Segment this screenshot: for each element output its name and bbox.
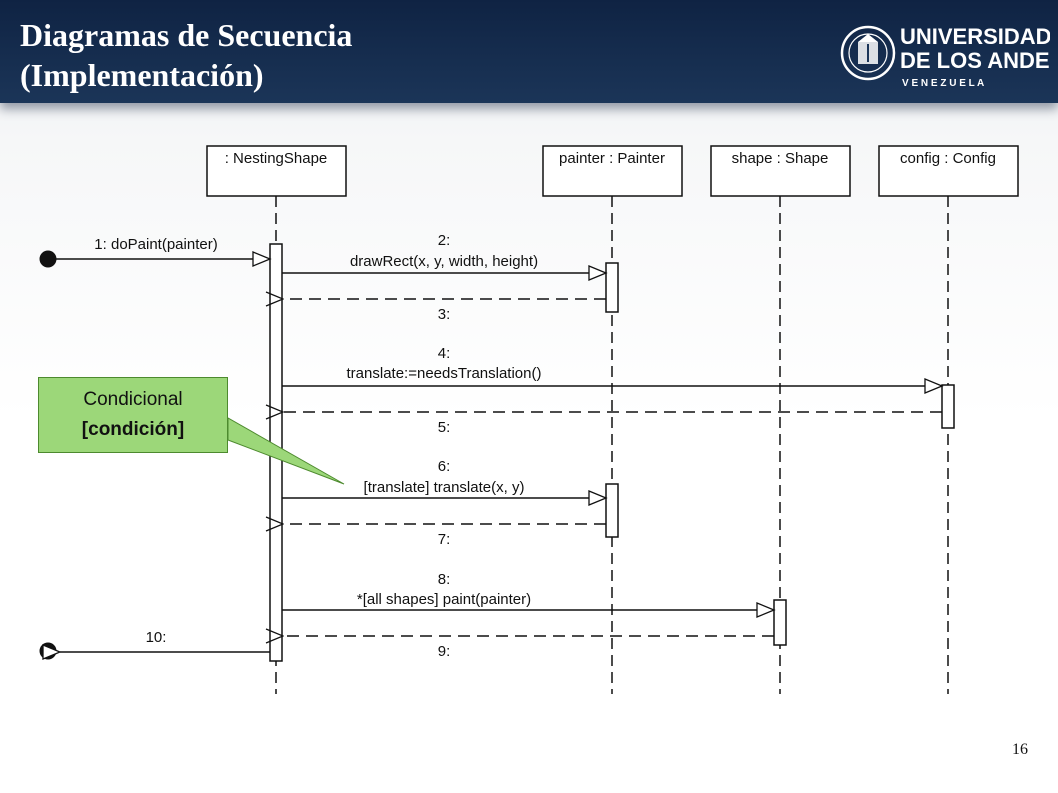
slide-number: 16 [1012, 741, 1028, 758]
lost-message-dot [39, 642, 57, 660]
message-8-number: 8: [438, 571, 451, 588]
logo-line-3: V E N E Z U E L A [902, 78, 984, 89]
message-6-label: [translate] translate(x, y) [364, 479, 525, 496]
lifeline-nestingshape: : NestingShape [206, 145, 347, 694]
callout-title: Condicional [83, 389, 183, 410]
lifeline-painter: painter : Painter [542, 145, 683, 694]
lifeline-shape-label: shape : Shape [732, 150, 829, 167]
message-2-label: drawRect(x, y, width, height) [350, 253, 538, 270]
message-9: 9: [283, 636, 774, 660]
found-message-dot [39, 250, 57, 268]
condition-callout: Condicional [condición] [38, 377, 228, 453]
callout-pointer [227, 417, 345, 485]
activation-painter-2 [605, 483, 619, 538]
title-line-1: Diagramas de Secuencia [20, 17, 353, 53]
logo-line-2: DE LOS ANDES [900, 48, 1050, 73]
message-9-label: 9: [438, 643, 451, 660]
logo-line-1: UNIVERSIDAD [900, 24, 1050, 49]
university-seal-icon [840, 25, 896, 81]
activation-shape [773, 599, 787, 646]
message-8-label: *[all shapes] paint(painter) [357, 591, 531, 608]
message-2-number: 2: [438, 232, 451, 249]
message-2: 2: drawRect(x, y, width, height) [282, 232, 608, 281]
message-10: 10: [39, 629, 270, 660]
message-4: 4: translate:=needsTranslation() [282, 345, 944, 394]
slide-title: Diagramas de Secuencia (Implementación) [20, 15, 352, 95]
callout-condition: [condición] [81, 419, 185, 440]
title-line-2: (Implementación) [20, 57, 264, 93]
lifeline-config: config : Config [878, 145, 1019, 694]
message-5-label: 5: [438, 419, 451, 436]
message-5: 5: [283, 412, 942, 436]
message-1-label: 1: doPaint(painter) [94, 236, 217, 253]
message-6: 6: [translate] translate(x, y) [282, 458, 608, 506]
lifeline-nestingshape-label: : NestingShape [225, 150, 328, 167]
lifeline-shape: shape : Shape [710, 145, 851, 694]
activation-config [941, 384, 955, 429]
message-4-number: 4: [438, 345, 451, 362]
message-6-number: 6: [438, 458, 451, 475]
lifeline-painter-label: painter : Painter [559, 150, 665, 167]
message-3-label: 3: [438, 306, 451, 323]
slide-header: Diagramas de Secuencia (Implementación) … [0, 0, 1058, 103]
message-8: 8: *[all shapes] paint(painter) [282, 571, 776, 618]
message-7-label: 7: [438, 531, 451, 548]
message-4-label: translate:=needsTranslation() [347, 365, 542, 382]
message-10-label: 10: [146, 629, 167, 646]
message-7: 7: [283, 524, 606, 548]
message-1: 1: doPaint(painter) [39, 236, 272, 268]
message-3: 3: [283, 299, 606, 323]
university-logo: UNIVERSIDAD DE LOS ANDES V E N E Z U E L… [840, 24, 1050, 89]
activation-painter-1 [605, 262, 619, 313]
lifeline-config-label: config : Config [900, 150, 996, 167]
